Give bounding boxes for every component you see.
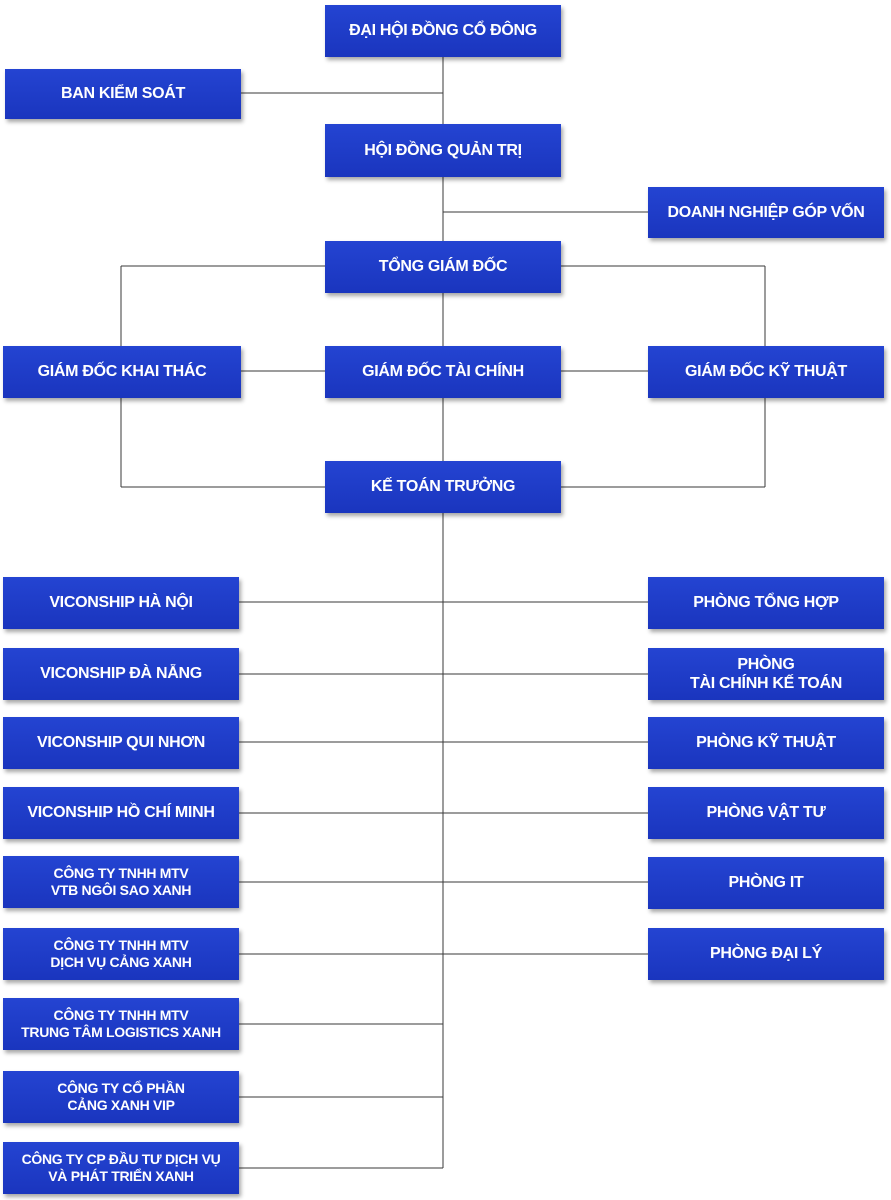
- department-box: PHÒNG ĐẠI LÝ: [648, 928, 884, 980]
- subsidiary-box: CÔNG TY CP ĐẦU TƯ DỊCH VỤ VÀ PHÁT TRIỂN …: [3, 1142, 239, 1194]
- department-box: PHÒNG TỔNG HỢP: [648, 577, 884, 629]
- subsidiary-box: CÔNG TY TNHH MTV DỊCH VỤ CẢNG XANH: [3, 928, 239, 980]
- branch-box: VICONSHIP QUI NHƠN: [3, 717, 239, 769]
- branch-box: VICONSHIP HÀ NỘI: [3, 577, 239, 629]
- chief-accountant-box: KẾ TOÁN TRƯỞNG: [325, 461, 561, 513]
- subsidiary-box: CÔNG TY TNHH MTV VTB NGÔI SAO XANH: [3, 856, 239, 908]
- department-box: PHÒNG TÀI CHÍNH KẾ TOÁN: [648, 648, 884, 700]
- operations-director-box: GIÁM ĐỐC KHAI THÁC: [3, 346, 241, 398]
- general-director-box: TỔNG GIÁM ĐỐC: [325, 241, 561, 293]
- supervisory-board-box: BAN KIỂM SOÁT: [5, 69, 241, 119]
- branch-box: VICONSHIP HỒ CHÍ MINH: [3, 787, 239, 839]
- department-box: PHÒNG VẬT TƯ: [648, 787, 884, 839]
- board-of-directors-box: HỘI ĐỒNG QUẢN TRỊ: [325, 124, 561, 177]
- shareholders-meeting-box: ĐẠI HỘI ĐỒNG CỔ ĐÔNG: [325, 5, 561, 57]
- subsidiary-box: CÔNG TY CỔ PHẦN CẢNG XANH VIP: [3, 1071, 239, 1123]
- technical-director-box: GIÁM ĐỐC KỸ THUẬT: [648, 346, 884, 398]
- department-box: PHÒNG KỸ THUẬT: [648, 717, 884, 769]
- department-box: PHÒNG IT: [648, 857, 884, 909]
- subsidiary-box: CÔNG TY TNHH MTV TRUNG TÂM LOGISTICS XAN…: [3, 998, 239, 1050]
- investee-enterprises-box: DOANH NGHIỆP GÓP VỐN: [648, 187, 884, 238]
- branch-box: VICONSHIP ĐÀ NẴNG: [3, 648, 239, 700]
- finance-director-box: GIÁM ĐỐC TÀI CHÍNH: [325, 346, 561, 398]
